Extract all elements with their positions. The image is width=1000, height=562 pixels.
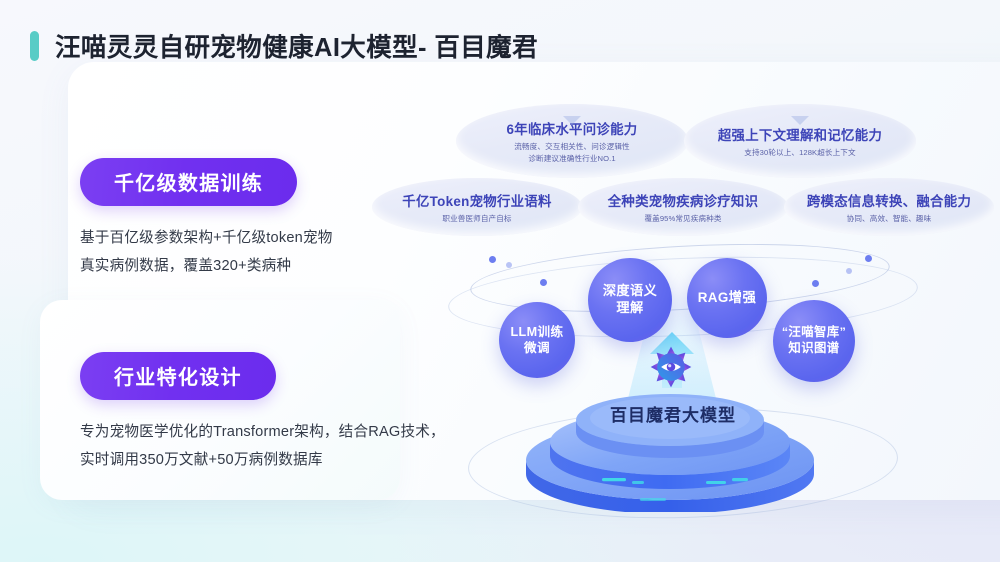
chevron-down-icon [563,116,581,125]
feature-card-body-line: 专为宠物医学优化的Transformer架构，结合RAG技术， [80,424,445,440]
node-sphere-label: 微调 [524,341,550,355]
capability-pill-subtitle-line: 支持30轮以上、128K超长上下文 [744,147,856,157]
capability-pill-title: 千亿Token宠物行业语料 [402,193,552,209]
gear-eye-icon [650,346,692,388]
orbit-node-dot [812,280,819,287]
capability-pill-subtitle-line: 协同、高效、智能、趣味 [846,213,932,223]
node-sphere-semantic-understanding: 深度语义 理解 [588,258,672,342]
feature-card-data-training: 千亿级数据训练 基于百亿级参数架构+千亿级token宠物 真实病例数据，覆盖32… [80,158,410,281]
node-sphere-label: “汪喵智库” [781,325,847,340]
model-platform [526,394,814,512]
capability-pill-title: 6年临床水平问诊能力 [506,122,638,138]
capability-pill-subtitle: 协同、高效、智能、趣味 [847,213,932,224]
model-platform-label: 百目魔君大模型 [610,406,736,425]
secondary-white-panel [40,300,400,500]
feature-card-body-line: 真实病例数据，覆盖320+类病种 [80,258,292,275]
feature-card-body: 基于百亿级参数架构+千亿级token宠物 真实病例数据，覆盖320+类病种 [80,224,410,281]
node-sphere-knowledge-graph: “汪喵智库” 知识图谱 [773,300,855,382]
capability-pill-subtitle-line: 诊断建议准确性行业NO.1 [528,153,616,163]
capability-pill-subtitle: 覆盖95%常见疾病种类 [644,213,721,224]
capability-pill-subtitle: 流畅度、交互相关性、问诊逻辑性 诊断建议准确性行业NO.1 [514,141,629,164]
capability-pill-token-corpus: 千亿Token宠物行业语料 职业兽医师自产自标 [372,178,582,236]
node-sphere-label: 知识图谱 [788,341,840,355]
chevron-down-icon [791,116,809,125]
capability-pill-title: 全种类宠物疾病诊疗知识 [607,193,759,209]
capability-pill-subtitle: 职业兽医师自产自标 [442,213,511,224]
capability-pill-title: 跨模态信息转换、融合能力 [806,193,972,209]
capability-pill-context-memory: 超强上下文理解和记忆能力 支持30轮以上、128K超长上下文 [684,104,916,178]
orbit-node-dot [489,256,496,263]
node-sphere-llm-training: LLM训练 微调 [499,302,575,378]
feature-card-body: 专为宠物医学优化的Transformer架构，结合RAG技术， 实时调用350万… [80,418,450,475]
node-sphere-label: LLM训练 [510,324,564,339]
node-sphere-label: RAG增强 [697,290,757,306]
feature-card-heading: 千亿级数据训练 [80,158,298,206]
orbit-node-dot [540,279,547,286]
capability-pill-subtitle-line: 职业兽医师自产自标 [442,213,512,223]
node-sphere-rag-enhancement: RAG增强 [687,258,767,338]
node-sphere-label: 深度语义 [602,283,658,299]
decorative-dot [846,268,852,274]
feature-card-industry-design: 行业特化设计 专为宠物医学优化的Transformer架构，结合RAG技术， 实… [80,352,450,475]
page-header: 汪喵灵灵自研宠物健康AI大模型- 百目魔君 [30,27,538,64]
title-accent-bar [30,30,39,61]
capability-pill-disease-knowledge: 全种类宠物疾病诊疗知识 覆盖95%常见疾病种类 [578,178,788,236]
capability-pill-clinical-consultation: 6年临床水平问诊能力 流畅度、交互相关性、问诊逻辑性 诊断建议准确性行业NO.1 [456,104,688,178]
capability-pill-subtitle-line: 流畅度、交互相关性、问诊逻辑性 [514,142,630,152]
capability-pill-title: 超强上下文理解和记忆能力 [717,127,883,143]
capability-pill-subtitle: 支持30轮以上、128K超长上下文 [744,147,855,158]
capability-pill-subtitle-line: 覆盖95%常见疾病种类 [644,213,722,223]
decorative-dot [506,262,512,268]
feature-card-body-line: 基于百亿级参数架构+千亿级token宠物 [80,230,333,246]
node-sphere-label: 理解 [616,300,644,315]
capability-pill-multimodal: 跨模态信息转换、融合能力 协同、高效、智能、趣味 [784,178,994,236]
page-title: 汪喵灵灵自研宠物健康AI大模型- 百目魔君 [55,34,538,62]
feature-card-body-line: 实时调用350万文献+50万病例数据库 [80,452,323,469]
feature-card-heading: 行业特化设计 [80,352,276,400]
orbit-node-dot [865,255,872,262]
